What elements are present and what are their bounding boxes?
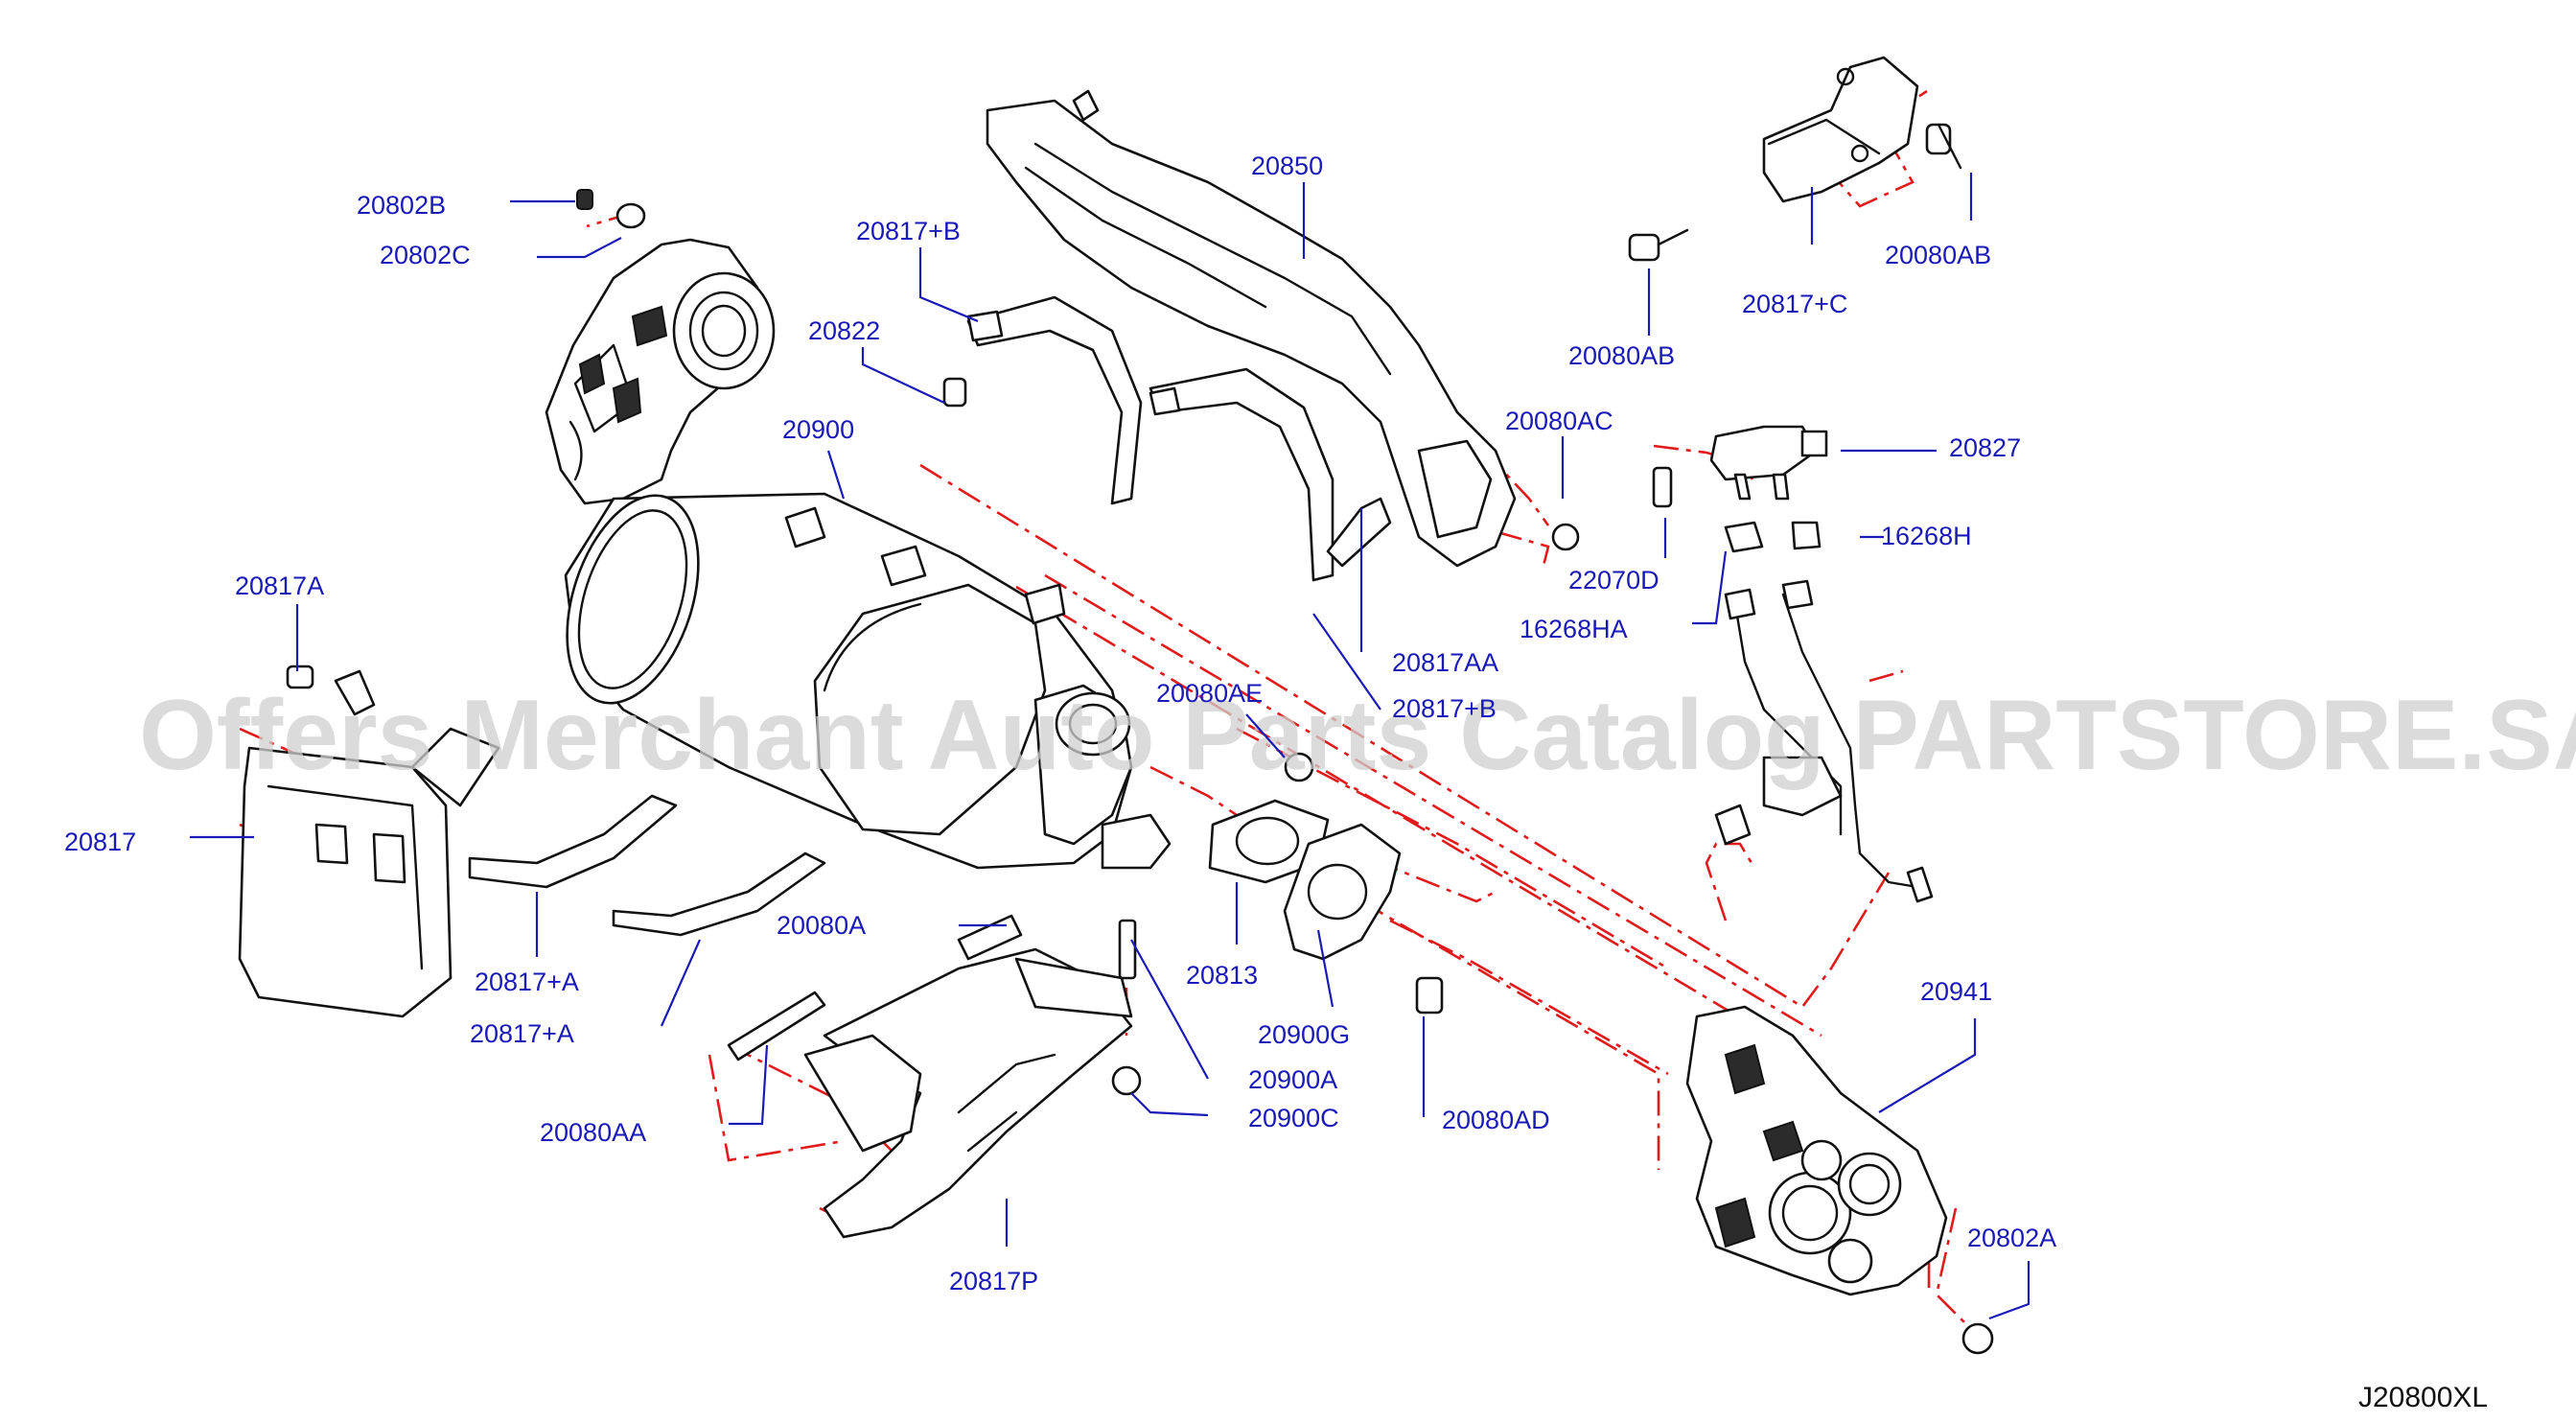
part-label-22070D[interactable]: 22070D [1568,566,1659,595]
part-label-20080AE[interactable]: 20080AE [1156,679,1263,708]
lower-straps [468,794,826,937]
stud-icon [1118,919,1137,980]
part-label-20080A[interactable]: 20080A [777,911,866,940]
part-label-20817P[interactable]: 20817P [949,1267,1038,1295]
part-label-20802B[interactable]: 20802B [357,191,446,220]
washer-icon [615,202,646,229]
part-label-20817-plus-A-lower[interactable]: 20817+A [470,1019,574,1048]
exhaust-manifold-upper [545,238,776,505]
part-label-20080AA[interactable]: 20080AA [540,1118,646,1147]
bolt-icon [727,991,826,1061]
leader-lines [190,173,2031,1320]
fasteners [286,123,1994,1355]
catalytic-converter [564,492,1172,870]
bolt-icon [576,189,593,210]
nut-icon [1551,523,1580,551]
part-label-20817-plus-C[interactable]: 20817+C [1742,290,1847,318]
nut-icon [1961,1322,1994,1355]
part-label-20817AA[interactable]: 20817AA [1392,648,1498,677]
left-bracket [238,669,500,1018]
bolt-icon [1326,497,1392,568]
part-label-20900C[interactable]: 20900C [1248,1104,1339,1132]
stud-icon [942,377,967,408]
part-label-20822[interactable]: 20822 [808,316,880,345]
bolt-icon [286,665,314,689]
part-label-20817-plus-A-upper[interactable]: 20817+A [475,968,579,996]
gasket-flange [1208,799,1402,961]
bolt-icon [1652,466,1673,508]
part-label-16268H[interactable]: 16268H [1881,522,1972,550]
bolt-icon [1415,976,1444,1015]
part-label-20900A[interactable]: 20900A [1248,1065,1337,1094]
part-label-20817A[interactable]: 20817A [235,572,324,600]
part-label-16268HA[interactable]: 16268HA [1520,615,1628,643]
part-label-20850[interactable]: 20850 [1251,152,1323,180]
part-label-20080AB-left[interactable]: 20080AB [1568,341,1675,370]
upper-right-bracket [1762,56,1919,203]
turbo-outlet [1685,1005,1948,1296]
bolt-icon [1628,228,1689,262]
part-label-20900G[interactable]: 20900G [1258,1020,1350,1049]
part-label-20817-plus-B-lower[interactable]: 20817+B [1392,694,1497,723]
heat-shield [986,89,1517,568]
part-label-20900[interactable]: 20900 [782,415,854,444]
part-label-20080AB-right[interactable]: 20080AB [1885,241,1991,269]
bolt-icon [957,914,1023,961]
part-label-20802A[interactable]: 20802A [1967,1224,2056,1252]
part-label-20817[interactable]: 20817 [64,828,136,856]
clamp-straps [966,295,1334,582]
part-label-20813[interactable]: 20813 [1186,961,1258,990]
part-labels: 20802B 20802C 20817+B 20822 20900 20850 … [64,152,2056,1295]
pressure-sensor [1709,425,1934,903]
nut-icon [1111,1065,1142,1096]
part-label-20080AD[interactable]: 20080AD [1442,1106,1550,1134]
bolt-icon [1925,123,1962,170]
part-label-20802C[interactable]: 20802C [380,241,471,269]
part-label-20080AC[interactable]: 20080AC [1505,407,1613,435]
part-label-20941[interactable]: 20941 [1920,977,1992,1006]
part-label-20817-plus-B[interactable]: 20817+B [856,217,961,245]
nut-icon [1284,752,1314,782]
part-label-20827[interactable]: 20827 [1949,433,2021,462]
watermark: Offers Merchant Auto Parts Catalog PARTS… [139,680,2576,791]
lower-bracket [803,947,1133,1239]
diagram-code: J20800XL [2358,1382,2488,1413]
